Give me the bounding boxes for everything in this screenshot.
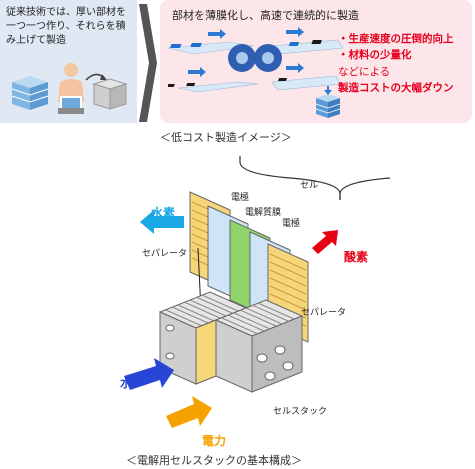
benefit-cost-down: 製造コストの大幅ダウン [338, 82, 454, 94]
separator-left-label: セパレータ [142, 249, 188, 259]
manufacturing-caption: ＜低コスト製造イメージ＞ [160, 131, 292, 144]
worker-icon [58, 63, 84, 114]
cell-stack-caption: ＜電解用セルスタックの基本構成＞ [126, 454, 302, 467]
cell-stack-diagram [124, 156, 390, 428]
cell-stack-label: セルスタック [273, 407, 328, 417]
hydrogen-arrow-icon [140, 210, 184, 234]
oxygen-label: 酸素 [344, 250, 369, 264]
transition-chevron-icon [139, 4, 157, 122]
oxygen-arrow-icon [312, 230, 338, 254]
benefit-speed: ・生産速度の圧倒的向上 [338, 33, 454, 45]
hydrogen-label: 水素 [151, 206, 176, 220]
roller-icons [228, 44, 282, 72]
power-label: 電力 [202, 434, 227, 448]
electrode-top-label: 電極 [231, 193, 250, 203]
stack-middle-cell [195, 319, 217, 385]
flow-arrow-icons [188, 27, 304, 77]
output-stack-icon [315, 94, 341, 118]
separator-right-label: セパレータ [301, 308, 347, 318]
port-icons [256, 345, 294, 381]
conventional-description: 従来技術では、厚い部材を一つ一つ作り、それらを積み上げて製造 [6, 7, 126, 46]
membrane-label: 電解質膜 [245, 208, 282, 218]
benefit-connector: などによる [338, 66, 391, 78]
stack-module-right [214, 299, 304, 393]
electrode-mid-label: 電極 [282, 219, 301, 229]
cell-bracket [239, 156, 341, 200]
conventional-illustration [11, 63, 128, 114]
stacked-blocks-icon [11, 76, 49, 110]
water-arrow-icon [124, 358, 174, 390]
benefit-material: ・材料の少量化 [338, 49, 412, 61]
new-method-title: 部材を薄膜化し、高速で連続的に製造 [172, 9, 359, 22]
gray-block-icon [92, 78, 128, 110]
cell-label: セル [300, 181, 319, 191]
roll-to-roll-illustration [168, 27, 344, 118]
water-label: 水 [120, 376, 133, 390]
power-arrow-icon [166, 396, 212, 428]
